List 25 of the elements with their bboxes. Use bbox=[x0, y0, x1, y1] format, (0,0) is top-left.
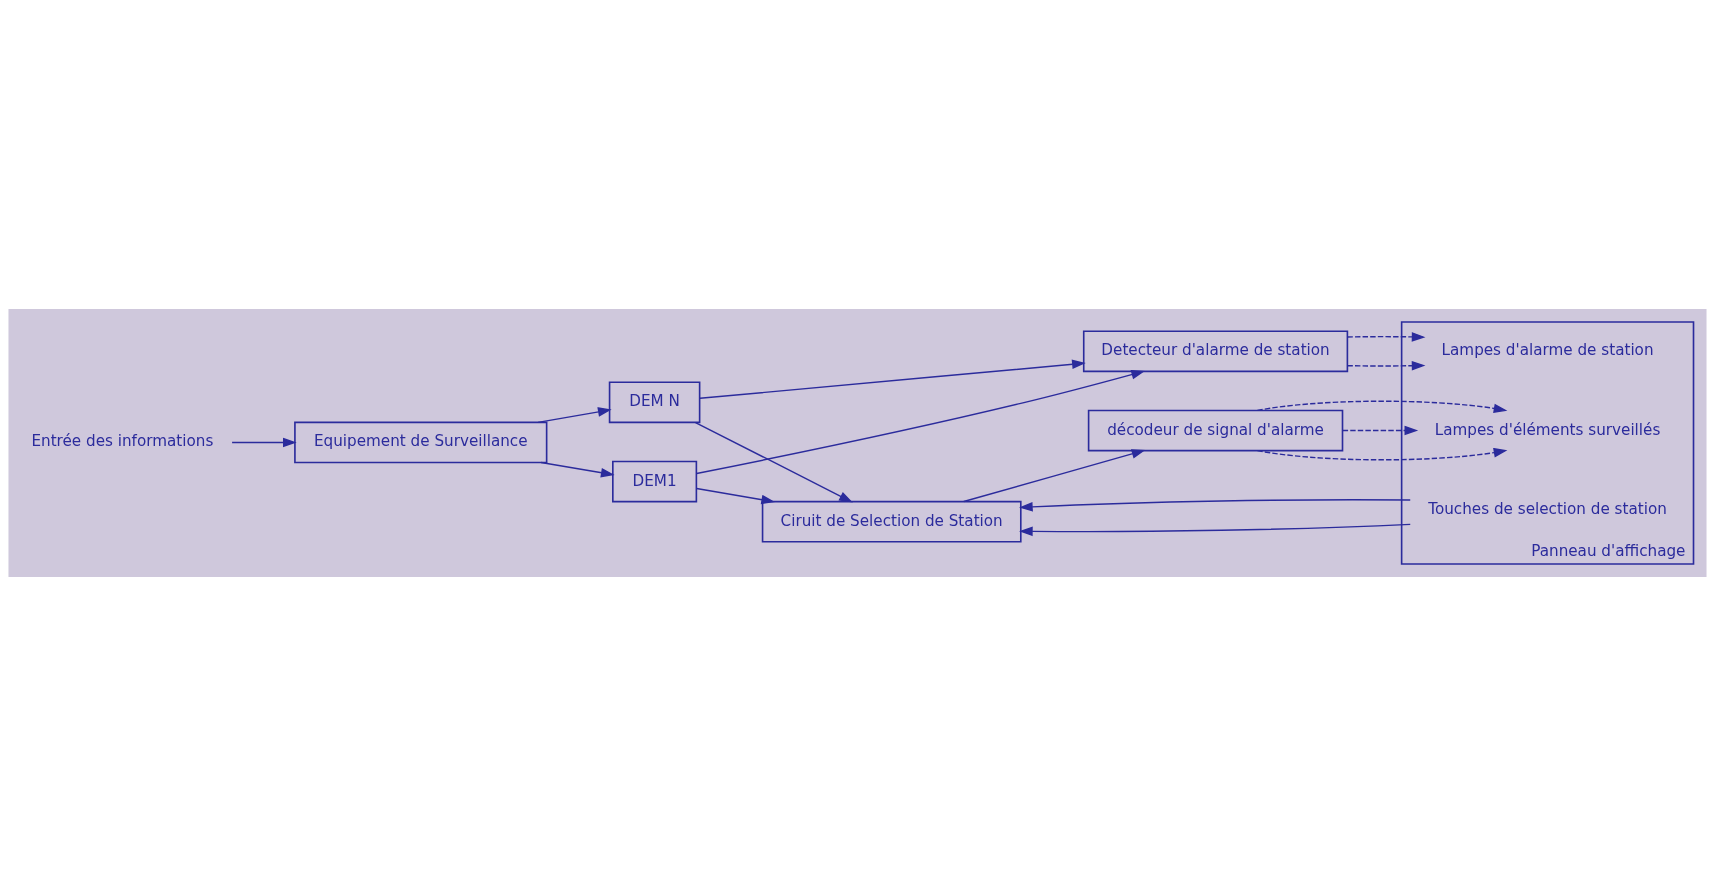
node-box: Ciruit de Selection de Station bbox=[761, 500, 1022, 543]
arrow bbox=[231, 437, 297, 447]
arrow bbox=[1256, 447, 1508, 460]
node-text: Entrée des informations bbox=[31, 431, 214, 450]
arrow bbox=[695, 487, 776, 504]
arrow bbox=[695, 369, 1145, 474]
node-box: DEM N bbox=[608, 380, 701, 423]
arrow bbox=[1019, 498, 1411, 512]
node-box: décodeur de signal d'alarme bbox=[1087, 409, 1344, 451]
node-box: Equipement de Surveillance bbox=[294, 421, 548, 463]
arrow bbox=[963, 448, 1146, 502]
arrow bbox=[1342, 425, 1419, 435]
arrow bbox=[1256, 400, 1508, 413]
arrow bbox=[1019, 523, 1411, 536]
node-box: DEM1 bbox=[612, 460, 698, 502]
arrow bbox=[699, 359, 1086, 399]
node-text: Lampes d'éléments surveillés bbox=[1434, 420, 1661, 439]
node-text: Lampes d'alarme de station bbox=[1441, 340, 1654, 359]
node-box: Detecteur d'alarme de station bbox=[1082, 329, 1349, 372]
arrow bbox=[1346, 360, 1426, 371]
node-text: Touches de selection de station bbox=[1428, 499, 1667, 518]
arrow bbox=[1346, 331, 1426, 342]
arrow bbox=[540, 461, 615, 477]
arrow bbox=[694, 421, 853, 502]
arrow bbox=[537, 406, 612, 423]
